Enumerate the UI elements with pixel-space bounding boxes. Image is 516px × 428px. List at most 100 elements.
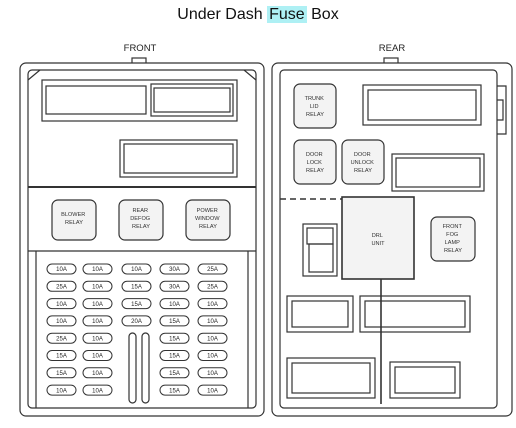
fuse: 10A: [46, 263, 77, 275]
fuse-outline: [46, 384, 77, 396]
fuse: 30A: [159, 280, 190, 292]
rear-label: REAR: [379, 43, 406, 54]
front-fog-lamp-relay-label: FRONT FOG LAMP RELAY: [443, 224, 464, 254]
title-prefix: Under Dash: [177, 6, 268, 23]
rear-relays: TRUNK LID RELAY DOOR LOCK RELAY DOOR UNL…: [305, 96, 464, 254]
fuse-outline: [121, 315, 152, 327]
fuse-outline: [46, 350, 77, 361]
fuse-rating: 15A: [169, 388, 180, 394]
door-unlock-relay-label: DOOR UNLOCK RELAY: [351, 152, 376, 174]
fuse: 15A: [159, 350, 190, 361]
fuse-outline: [82, 384, 113, 396]
fuse-rating: 10A: [56, 319, 67, 325]
fuse: 10A: [82, 263, 113, 275]
blower-relay-label: BLOWER RELAY: [61, 212, 87, 226]
fuse-outline: [159, 350, 190, 361]
fuse-outline: [121, 263, 152, 275]
fuse-rating: 10A: [56, 388, 67, 394]
fuse-rating: 30A: [169, 285, 180, 291]
fuse-rating: 10A: [207, 388, 218, 394]
front-relays: BLOWER RELAY REAR DEFOG RELAY POWER WIND…: [61, 208, 221, 230]
fuse: 10A: [82, 332, 113, 344]
fuse-rating: 10A: [131, 267, 142, 273]
fuse-rating: 10A: [56, 302, 67, 308]
door-lock-relay-label: DOOR LOCK RELAY: [306, 152, 324, 174]
fuse-rating: 25A: [207, 285, 218, 291]
fuse-rating: 15A: [56, 354, 67, 360]
fuse-outline: [197, 298, 228, 310]
fuse-rating: 15A: [131, 285, 142, 291]
fuse-rating: 10A: [92, 354, 103, 360]
fuse: 20A: [121, 315, 152, 327]
fuse: 15A: [46, 350, 77, 361]
fuse-outline: [82, 315, 113, 327]
fuse-outline: [197, 263, 228, 275]
fuse: 10A: [82, 298, 113, 310]
fuse-outline: [197, 315, 228, 327]
fuse: 15A: [159, 367, 190, 379]
fuse-outline: [197, 332, 228, 344]
fuse: 10A: [82, 367, 113, 379]
fuse: 15A: [46, 367, 77, 379]
fuse: 15A: [121, 280, 152, 292]
fuse-rating: 10A: [56, 267, 67, 273]
fuse-outline: [197, 350, 228, 361]
fuse-outline: [82, 367, 113, 379]
fuse: 10A: [46, 298, 77, 310]
diagram-title: Under Dash Fuse Box: [0, 6, 516, 24]
front-panel: FRONT: [19, 43, 265, 417]
fuse-outline: [197, 280, 228, 292]
fuse-grid: 10A 10A 10A 30A 25A 25A 10A 15A 30A 25A 10A 10A 15A 1…: [46, 263, 228, 396]
fuse: 25A: [46, 280, 77, 292]
fuse-outline: [46, 263, 77, 275]
fuse-outline: [82, 350, 113, 361]
fuse: 10A: [159, 298, 190, 310]
fuse-outline: [82, 263, 113, 275]
fuse: 10A: [46, 315, 77, 327]
fuse-outline: [121, 280, 152, 292]
fuse-rating: 10A: [92, 371, 103, 377]
fuse-rating: 30A: [169, 267, 180, 273]
fuse-outline: [159, 263, 190, 275]
fuse-outline: [82, 280, 113, 292]
fuse-outline: [82, 332, 113, 344]
fuse: 10A: [197, 367, 228, 379]
fuse-outline: [159, 298, 190, 310]
fuse-outline: [159, 384, 190, 396]
fuse-rating: 10A: [207, 319, 218, 325]
fuse-rating: 10A: [207, 371, 218, 377]
fuse-outline: [46, 315, 77, 327]
fuse-rating: 10A: [207, 336, 218, 342]
fuse-outline: [46, 367, 77, 379]
power-window-relay-label: POWER WINDOW RELAY: [195, 208, 221, 230]
fuse-outline: [46, 298, 77, 310]
fuse: 25A: [197, 263, 228, 275]
fuse: 10A: [197, 384, 228, 396]
fuse-rating: 15A: [169, 319, 180, 325]
fuse: 10A: [82, 315, 113, 327]
title-highlight: Fuse: [267, 6, 307, 23]
fuse: 15A: [159, 332, 190, 344]
fuse: 10A: [197, 315, 228, 327]
fuse: 15A: [121, 298, 152, 310]
rear-panel: REAR: [271, 43, 513, 417]
rear-defog-relay-label: REAR DEFOG RELAY: [130, 208, 151, 230]
fuse-rating: 10A: [207, 354, 218, 360]
fuse-outline: [197, 384, 228, 396]
fuse: 10A: [82, 384, 113, 396]
fuse: 25A: [197, 280, 228, 292]
fuse-outline: [159, 367, 190, 379]
fuse-rating: 15A: [131, 302, 142, 308]
fuse: 10A: [197, 298, 228, 310]
fuse-rating: 15A: [169, 371, 180, 377]
fuse: 10A: [121, 263, 152, 275]
fuse: 10A: [82, 280, 113, 292]
fuse-outline: [46, 280, 77, 292]
fuse-rating: 25A: [56, 336, 67, 342]
fuse-rating: 25A: [56, 285, 67, 291]
fuse-rating: 10A: [169, 302, 180, 308]
fuse-rating: 10A: [92, 302, 103, 308]
fuse-outline: [159, 315, 190, 327]
fuse: 10A: [46, 384, 77, 396]
